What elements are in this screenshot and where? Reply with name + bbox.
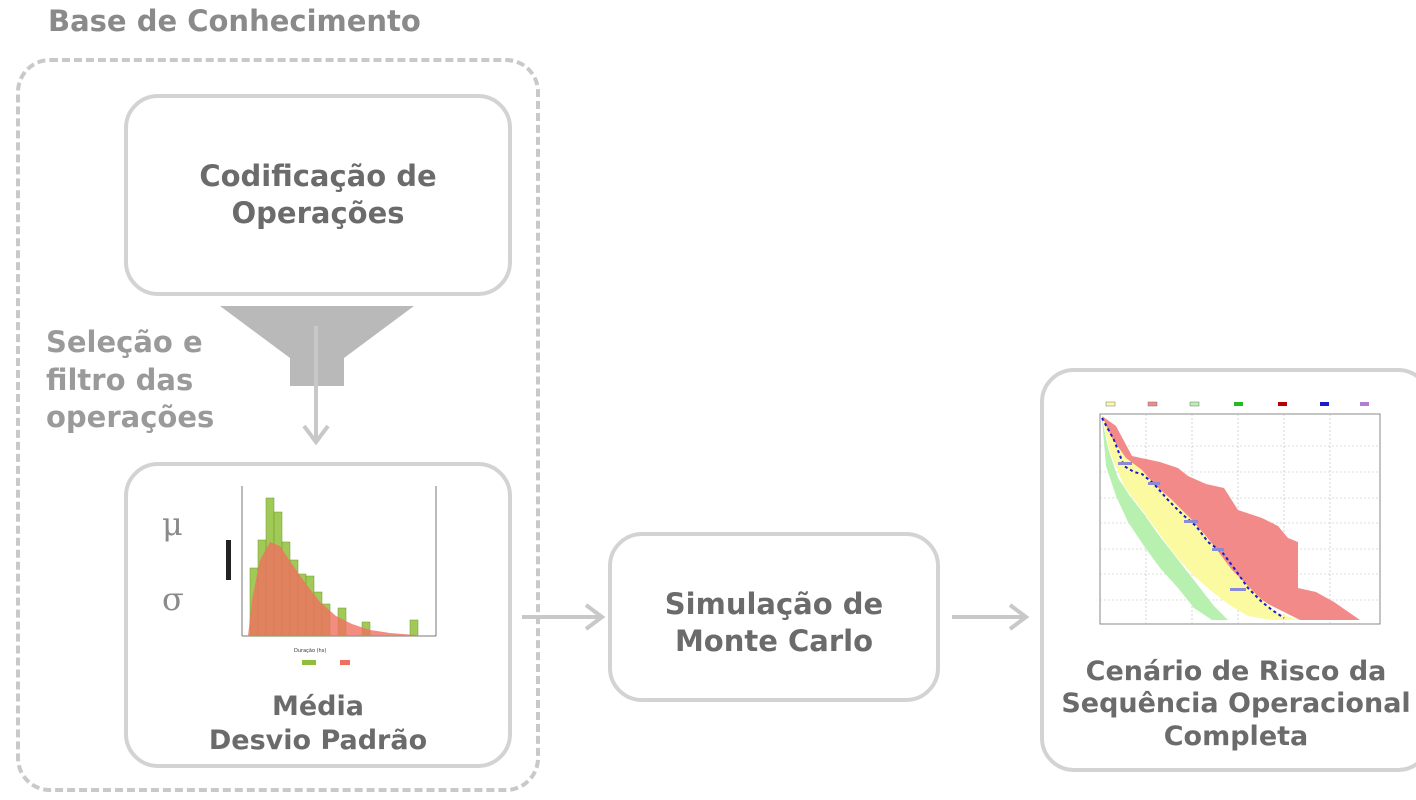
operations-coding-label-line2: Operações <box>231 195 405 230</box>
statistics-label-line1: Média <box>272 691 364 722</box>
selection-filter-label: Seleção e filtro das operações <box>46 324 214 437</box>
monte-carlo-label-line2: Monte Carlo <box>674 623 874 658</box>
risk-chart-thumbnail <box>1072 392 1388 644</box>
operations-coding-label-line1: Codificação de <box>199 159 437 193</box>
operations-coding-box: Codificação de Operações <box>124 94 512 296</box>
mean-symbol: μ <box>162 505 183 543</box>
selection-label-line1: Seleção e <box>46 325 203 359</box>
statistics-label: Média Desvio Padrão <box>124 690 512 759</box>
knowledge-base-group <box>16 58 540 792</box>
histogram-thumbnail: Duração (hs) <box>220 480 464 676</box>
selection-label-line2: filtro das <box>46 362 194 397</box>
risk-scenario-label-line1: Cenário de Risco da <box>1085 656 1387 687</box>
operations-coding-label: Codificação de Operações <box>128 158 508 232</box>
monte-carlo-label-line1: Simulação de <box>664 587 884 621</box>
monte-carlo-simulation-box: Simulação de Monte Carlo <box>608 532 940 702</box>
monte-carlo-label: Simulação de Monte Carlo <box>612 586 936 660</box>
statistics-label-line2: Desvio Padrão <box>208 725 428 757</box>
risk-scenario-label-line2: Sequência Operacional <box>1061 688 1411 720</box>
knowledge-base-title: Base de Conhecimento <box>48 4 421 38</box>
std-dev-symbol: σ <box>162 580 184 618</box>
svg-text:Duração (hs): Duração (hs) <box>294 648 326 654</box>
arrow-to-risk-scenario-icon <box>952 603 1030 631</box>
risk-scenario-label: Cenário de Risco da Sequência Operaciona… <box>1040 656 1416 753</box>
risk-scenario-label-line3: Completa <box>1163 720 1309 752</box>
arrow-to-simulation-icon <box>522 603 606 631</box>
filter-funnel-icon <box>220 306 414 446</box>
selection-label-line3: operações <box>46 400 215 435</box>
